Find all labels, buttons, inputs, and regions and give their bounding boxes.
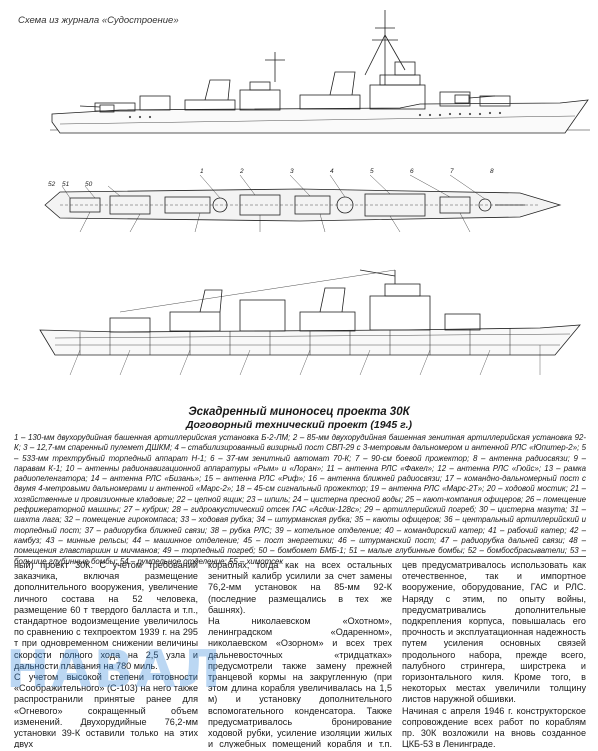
deck-plan-number: 4 xyxy=(330,168,334,175)
deck-plan-number: 6 xyxy=(410,168,414,175)
deck-plan-number: 52 xyxy=(48,181,56,188)
deck-plan-number: 5 xyxy=(370,168,374,175)
section-drawing xyxy=(39,269,581,376)
divider xyxy=(14,556,586,557)
side-profile-drawing xyxy=(50,10,590,134)
deck-plan-number: 50 xyxy=(85,181,93,188)
article-column-1: ный) проект 30К. С учетом требований зак… xyxy=(14,560,198,748)
source-caption: Схема из журнала «Судостроение» xyxy=(18,15,179,26)
deck-plan-number: 7 xyxy=(450,168,454,175)
figure-title: Эскадренный миноносец проекта 30К xyxy=(188,406,410,418)
legend-text: 1 – 130-мм двухорудийная башенная артилл… xyxy=(14,433,586,566)
figure-legend: 1 – 130-мм двухорудийная башенная артилл… xyxy=(14,433,586,567)
deck-plan-number: 3 xyxy=(290,168,294,175)
ship-drawings-svg: 52 51 50 1 2 3 4 5 6 7 8 xyxy=(39,10,590,376)
article-column-2: кораблях, тогда как на всех остальных зе… xyxy=(208,560,392,748)
deck-plan-number: 51 xyxy=(62,181,70,188)
figure-subtitle: Договорный технический проект (1945 г.) xyxy=(185,419,413,431)
deck-plan-number: 1 xyxy=(200,168,204,175)
deck-plan-number: 8 xyxy=(490,168,494,175)
article-column-3: цев предусматривалось использовать как о… xyxy=(402,560,586,748)
article-body: ный) проект 30К. С учетом требований зак… xyxy=(14,560,586,748)
ship-drawings: 52 51 50 1 2 3 4 5 6 7 8 xyxy=(39,10,590,376)
deck-plan-number: 2 xyxy=(239,168,244,175)
deck-plan-drawing xyxy=(44,174,562,233)
